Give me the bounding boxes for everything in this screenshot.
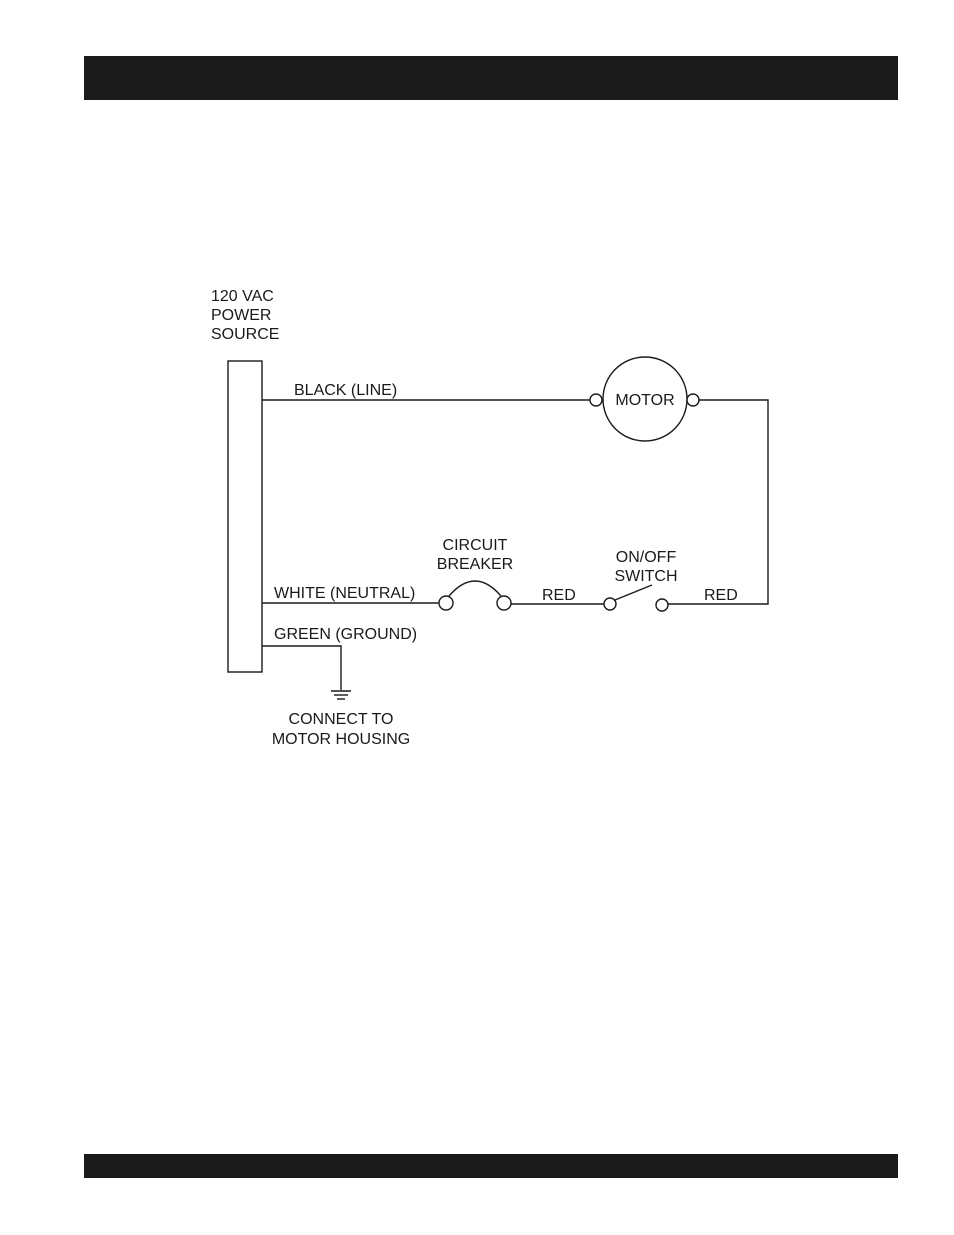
red-wire-label-1: RED <box>542 587 576 604</box>
white-neutral-label: WHITE (NEUTRAL) <box>274 585 415 602</box>
breaker-arc <box>449 581 501 596</box>
red-wire-label-2: RED <box>704 587 738 604</box>
green-ground-wire <box>262 646 341 690</box>
circuit-breaker-label-line1: CIRCUIT <box>443 537 508 554</box>
ground-symbol-icon <box>331 691 351 699</box>
green-ground-label: GREEN (GROUND) <box>274 626 417 643</box>
power-source-label-line3: SOURCE <box>211 326 279 343</box>
breaker-terminal-right <box>497 596 511 610</box>
motor-terminal-right <box>687 394 699 406</box>
power-source-block <box>228 361 262 672</box>
circuit-breaker-label-line2: BREAKER <box>437 556 513 573</box>
onoff-switch-label-line2: SWITCH <box>614 568 677 585</box>
breaker-terminal-left <box>439 596 453 610</box>
onoff-switch-label-line1: ON/OFF <box>616 549 677 566</box>
power-source-label-line2: POWER <box>211 307 271 324</box>
return-wire <box>668 400 768 604</box>
switch-lever <box>615 585 652 600</box>
switch-terminal-left <box>604 598 616 610</box>
motor-label: MOTOR <box>615 392 674 409</box>
ground-note-line2: MOTOR HOUSING <box>272 731 410 748</box>
ground-note-line1: CONNECT TO <box>289 711 394 728</box>
black-line-label: BLACK (LINE) <box>294 382 397 399</box>
footer-bar <box>84 1154 898 1178</box>
power-source-label-line1: 120 VAC <box>211 288 274 305</box>
motor-terminal-left <box>590 394 602 406</box>
switch-terminal-right <box>656 599 668 611</box>
